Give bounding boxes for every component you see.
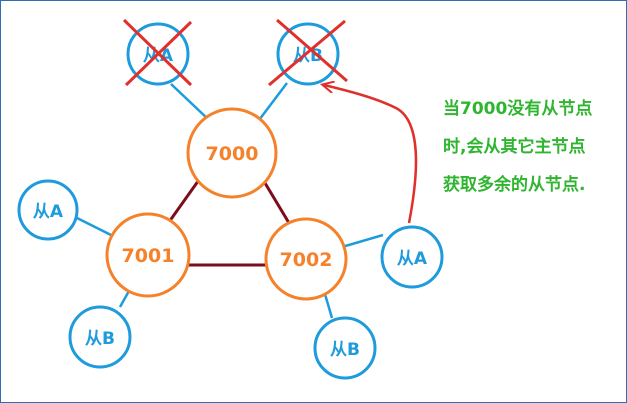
- note-line-1: 当7000没有从节点: [443, 98, 592, 119]
- slave-label-7002-a: 从A: [397, 249, 428, 269]
- slave-label-7001-a: 从A: [33, 202, 64, 222]
- slave-label-7002-b: 从B: [330, 340, 360, 360]
- master-label-7001: 7001: [122, 245, 175, 267]
- slave-label-7000-b: 从B: [293, 46, 323, 66]
- master-node-7002: 7002: [264, 217, 348, 301]
- cross-mark-icon: [268, 18, 348, 87]
- cross-mark-icon: [122, 18, 193, 87]
- slave-label-7001-b: 从B: [85, 329, 115, 349]
- slave-node-7002-a: 从A: [380, 225, 444, 289]
- explanation-note: 当7000没有从节点 时,会从其它主节点 获取多余的从节点.: [443, 98, 592, 195]
- link-7000-7001: [167, 176, 203, 223]
- master-label-7000: 7000: [206, 143, 259, 165]
- slave-node-7001-b: 从B: [68, 305, 132, 369]
- note-line-2: 时,会从其它主节点: [443, 136, 585, 157]
- link-7000-slaveA: [170, 83, 210, 121]
- master-node-7000: 7000: [186, 107, 278, 199]
- master-node-7001: 7001: [105, 212, 191, 298]
- migration-arrow: [324, 85, 418, 224]
- master-label-7002: 7002: [280, 249, 333, 271]
- link-7002-slaveA: [341, 233, 384, 249]
- slave-node-7001-a: 从A: [17, 179, 79, 241]
- slave-node-7002-b: 从B: [313, 316, 377, 380]
- note-line-3: 获取多余的从节点.: [443, 174, 585, 195]
